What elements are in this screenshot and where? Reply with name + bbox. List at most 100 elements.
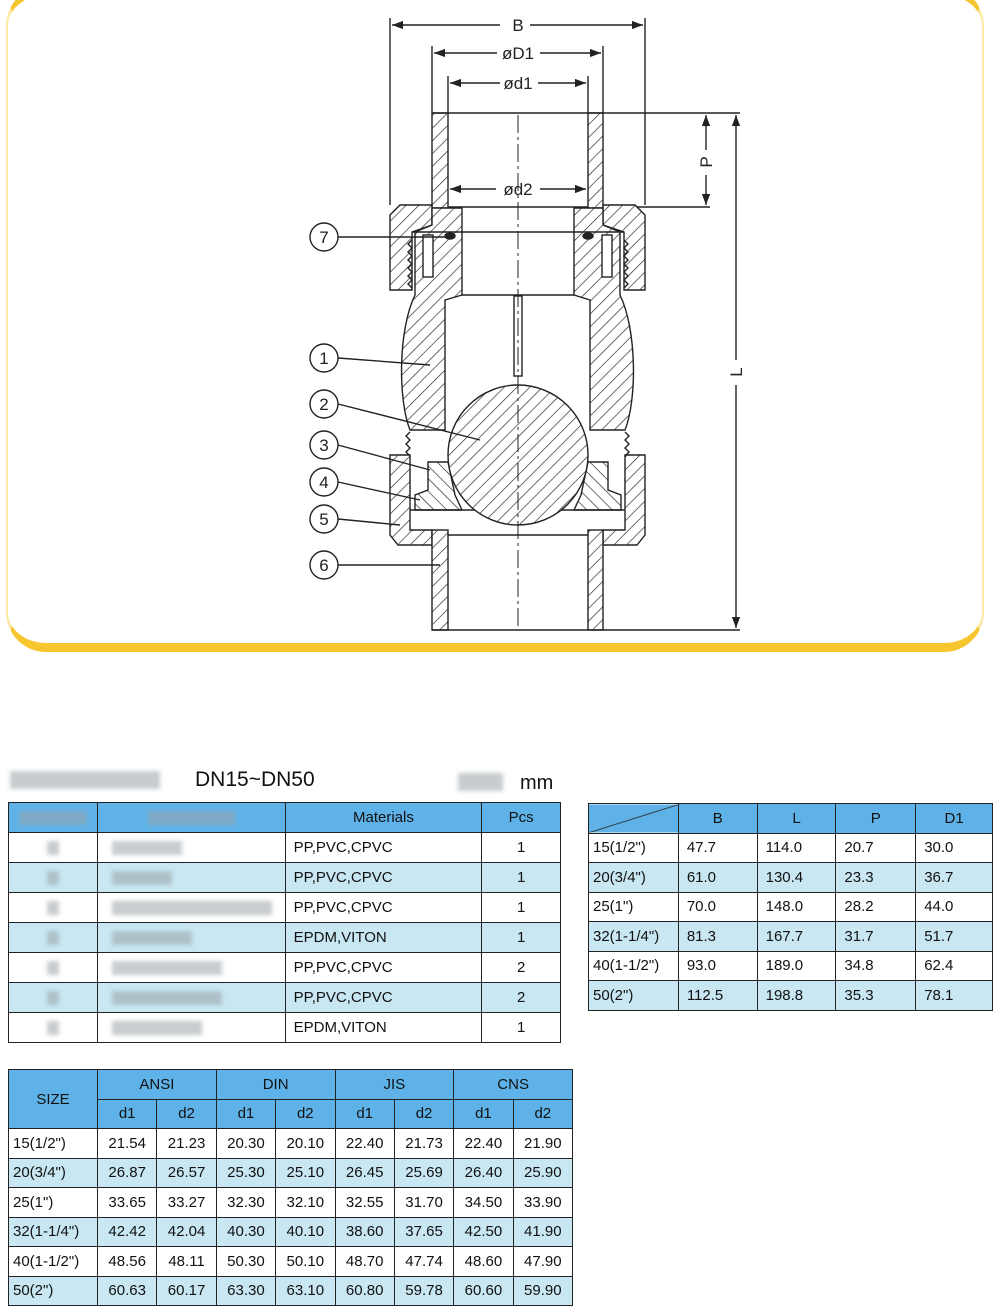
value-cell: 81.3 xyxy=(677,921,758,952)
header-d1: d1 xyxy=(215,1098,277,1129)
value-cell: 32.10 xyxy=(275,1187,336,1218)
value-cell: 22.40 xyxy=(334,1128,395,1159)
header-ansi: ANSI xyxy=(97,1069,217,1100)
value-cell: 26.87 xyxy=(96,1157,158,1188)
materials-cell: EPDM,VITON xyxy=(284,922,483,953)
size-cell: 50(2") xyxy=(588,980,679,1011)
size-cell: 32(1-1/4") xyxy=(588,921,679,952)
dim-label-d1: ød1 xyxy=(503,74,532,93)
materials-cell: PP,PVC,CPVC xyxy=(284,982,483,1013)
header-pcs: Pcs xyxy=(481,802,561,833)
value-cell: 23.3 xyxy=(835,862,917,893)
callout-7: 7 xyxy=(319,228,328,247)
value-cell: 148.0 xyxy=(756,891,837,922)
header-P: P xyxy=(835,803,917,834)
materials-cell: PP,PVC,CPVC xyxy=(284,892,483,923)
size-cell: 20(3/4") xyxy=(588,862,679,893)
dim-label-d2: ød2 xyxy=(503,180,532,199)
value-cell: 20.10 xyxy=(275,1128,336,1159)
value-cell: 26.57 xyxy=(156,1157,217,1188)
value-cell: 28.2 xyxy=(835,891,917,922)
value-cell: 40.10 xyxy=(275,1216,336,1247)
value-cell: 78.1 xyxy=(915,980,993,1011)
value-cell: 25.30 xyxy=(215,1157,277,1188)
materials-cell: EPDM,VITON xyxy=(284,1012,483,1043)
header-part-name xyxy=(96,802,286,833)
dim-label-B: B xyxy=(512,16,523,35)
check-valve-section-drawing: B øD1 ød1 ød2 P L 7 1 2 3 4 5 6 xyxy=(309,16,746,631)
value-cell: 48.60 xyxy=(453,1246,514,1277)
size-cell: 15(1/2") xyxy=(588,832,679,863)
value-cell: 34.8 xyxy=(835,950,917,981)
materials-cell: PP,PVC,CPVC xyxy=(284,952,483,983)
value-cell: 63.10 xyxy=(275,1275,336,1306)
header-L: L xyxy=(756,803,837,834)
header-d2: d2 xyxy=(156,1098,217,1129)
value-cell: 44.0 xyxy=(915,891,993,922)
drawing-frame xyxy=(6,0,984,652)
pcs-cell: 2 xyxy=(481,982,561,1013)
value-cell: 48.56 xyxy=(96,1246,158,1277)
materials-cell: PP,PVC,CPVC xyxy=(284,832,483,863)
header-B: B xyxy=(677,803,758,834)
value-cell: 38.60 xyxy=(334,1216,395,1247)
value-cell: 40.30 xyxy=(215,1216,277,1247)
value-cell: 48.11 xyxy=(156,1246,217,1277)
value-cell: 60.60 xyxy=(453,1275,514,1306)
value-cell: 32.30 xyxy=(215,1187,277,1218)
value-cell: 36.7 xyxy=(915,862,993,893)
callout-5: 5 xyxy=(319,510,328,529)
value-cell: 20.30 xyxy=(215,1128,277,1159)
value-cell: 21.23 xyxy=(156,1128,217,1159)
pcs-cell: 1 xyxy=(481,862,561,893)
blurred-title xyxy=(10,771,160,789)
value-cell: 22.40 xyxy=(453,1128,514,1159)
value-cell: 62.4 xyxy=(915,950,993,981)
header-jis: JIS xyxy=(334,1069,455,1100)
value-cell: 60.80 xyxy=(334,1275,395,1306)
header-materials: Materials xyxy=(284,802,483,833)
value-cell: 26.40 xyxy=(453,1157,514,1188)
value-cell: 25.69 xyxy=(393,1157,455,1188)
value-cell: 198.8 xyxy=(756,980,837,1011)
value-cell: 33.90 xyxy=(512,1187,574,1218)
header-no xyxy=(8,802,98,833)
value-cell: 51.7 xyxy=(915,921,993,952)
callout-2: 2 xyxy=(319,395,328,414)
value-cell: 63.30 xyxy=(215,1275,277,1306)
header-cns: CNS xyxy=(453,1069,573,1100)
value-cell: 93.0 xyxy=(677,950,758,981)
value-cell: 26.45 xyxy=(334,1157,395,1188)
materials-cell: PP,PVC,CPVC xyxy=(284,862,483,893)
size-cell: 25(1") xyxy=(8,1187,98,1218)
value-cell: 189.0 xyxy=(756,950,837,981)
size-range: DN15~DN50 xyxy=(195,768,315,791)
value-cell: 47.74 xyxy=(393,1246,455,1277)
size-cell: 15(1/2") xyxy=(8,1128,98,1159)
pcs-cell: 1 xyxy=(481,892,561,923)
unit-label: mm xyxy=(520,772,554,794)
value-cell: 42.42 xyxy=(96,1216,158,1247)
value-cell: 112.5 xyxy=(677,980,758,1011)
value-cell: 25.90 xyxy=(512,1157,574,1188)
value-cell: 33.65 xyxy=(96,1187,158,1218)
value-cell: 114.0 xyxy=(756,832,837,863)
value-cell: 50.30 xyxy=(215,1246,277,1277)
pcs-cell: 1 xyxy=(481,832,561,863)
value-cell: 31.70 xyxy=(393,1187,455,1218)
header-size: SIZE xyxy=(8,1069,98,1129)
